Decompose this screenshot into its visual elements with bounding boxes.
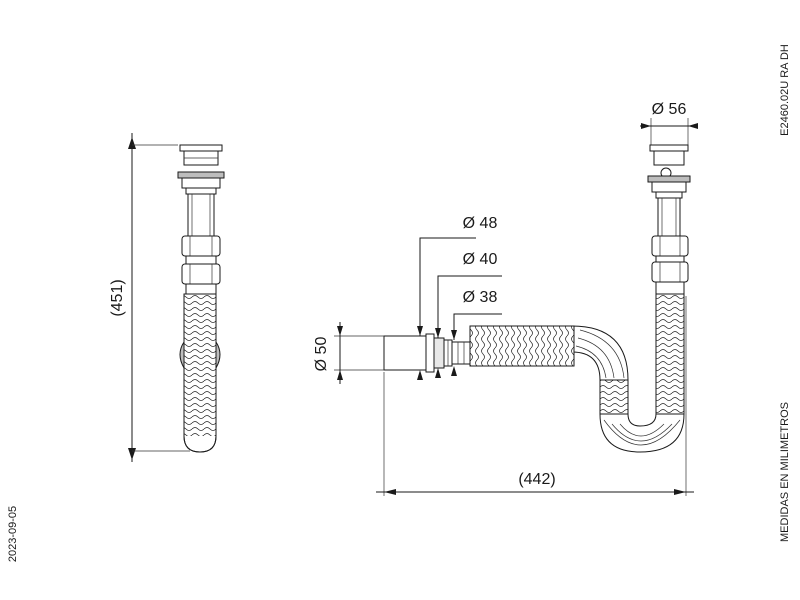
drawing-date: 2023-09-05 xyxy=(7,506,19,562)
diameter-56-label: Ø 56 xyxy=(652,101,687,118)
diameter-50-label: Ø 50 xyxy=(313,337,330,372)
units-note: MEDIDAS EN MILIMETROS xyxy=(779,402,791,542)
side-view: (451) xyxy=(109,133,225,462)
length-dimension-label: (442) xyxy=(518,471,555,488)
height-dimension-label: (451) xyxy=(109,279,126,316)
diameter-38-label: Ø 38 xyxy=(463,289,498,306)
diameter-48-label: Ø 48 xyxy=(463,215,498,232)
diameter-40-label: Ø 40 xyxy=(463,251,498,268)
drawing-code: E2460.02U RA DH xyxy=(779,44,791,136)
front-view: Ø 56 xyxy=(313,101,698,496)
